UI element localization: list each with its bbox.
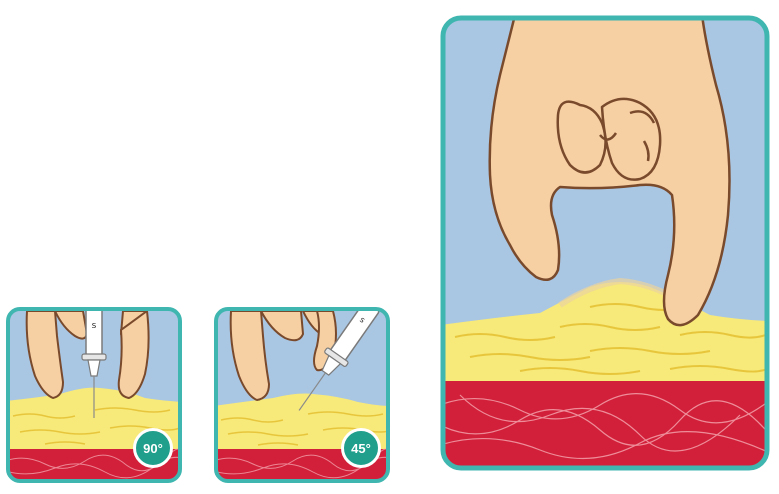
angle-badge-90: 90° [133, 428, 173, 468]
panel-skin-pinch [440, 15, 770, 471]
angle-label: 90° [143, 441, 163, 456]
svg-text:s: s [92, 321, 97, 331]
skin-pinch-illustration [440, 15, 770, 471]
angle-badge-45: 45° [341, 428, 381, 468]
panel-injection-90: s 90° [5, 306, 183, 484]
angle-label: 45° [351, 441, 371, 456]
panel-injection-45: s 45° [213, 306, 391, 484]
